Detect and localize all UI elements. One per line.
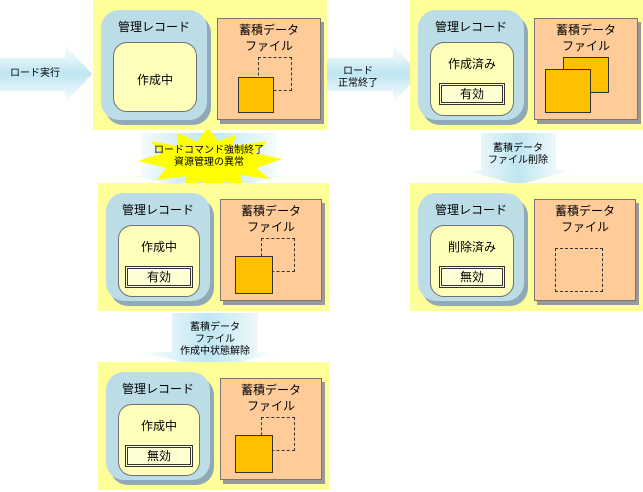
- label-release-line2: ファイル: [195, 334, 235, 345]
- data-store: 蓄積データ ファイル: [534, 18, 638, 120]
- mgmt-record: 管理レコード 作成中 有効: [106, 193, 210, 301]
- state-box: 作成中: [113, 42, 197, 112]
- arrow-delete-file: [463, 133, 572, 185]
- mgmt-record: 管理レコード 作成済み 有効: [418, 10, 524, 120]
- state-label: 作成中: [136, 73, 173, 87]
- label-delete-file-line2: ファイル削除: [488, 155, 548, 166]
- state-label: 作成済み: [447, 57, 496, 71]
- state-label: 作成中: [140, 240, 177, 254]
- mgmt-record-title: 管理レコード: [117, 20, 190, 34]
- label-load-normal-end: ロード 正常終了: [328, 66, 388, 90]
- invalid-badge: 無効: [439, 266, 505, 288]
- panel-released: 管理レコード 作成中 無効 蓄積データ ファイル: [98, 362, 329, 490]
- label-forced-end-line1: ロードコマンド強制終了: [154, 145, 264, 156]
- file-icon: [238, 77, 274, 113]
- label-forced-end: ロードコマンド強制終了 資源管理の異常: [146, 145, 272, 169]
- arrow-load-exec: [0, 45, 92, 103]
- label-release: 蓄積データ ファイル 作成中状態解除: [160, 322, 270, 358]
- panel-created: 管理レコード 作成済み 有効 蓄積データ ファイル: [410, 0, 643, 130]
- store-title-1: 蓄積データ: [240, 383, 301, 397]
- file-icon: [235, 256, 273, 294]
- file-dashed-icon: [261, 417, 295, 451]
- store-title-1: 蓄積データ: [238, 23, 299, 37]
- panel-creating: 管理レコード 作成中 蓄積データ ファイル: [93, 0, 327, 130]
- label-release-line3: 作成中状態解除: [180, 346, 250, 357]
- panel-forced-end: 管理レコード 作成中 有効 蓄積データ ファイル: [98, 183, 329, 311]
- store-title-2: ファイル: [246, 220, 295, 234]
- store-title-2: ファイル: [561, 39, 610, 53]
- label-delete-file-line1: 蓄積データ: [493, 143, 543, 154]
- mgmt-record-title: 管理レコード: [434, 20, 507, 34]
- state-box: 削除済み 無効: [430, 225, 514, 297]
- valid-badge: 有効: [125, 266, 193, 288]
- data-store: 蓄積データ ファイル: [217, 18, 321, 120]
- forced-end-burst: [138, 127, 282, 194]
- store-title-1: 蓄積データ: [554, 204, 615, 218]
- store-title-2: ファイル: [244, 39, 293, 53]
- label-load-normal-end-line2: 正常終了: [338, 78, 378, 89]
- label-delete-file: 蓄積データ ファイル削除: [468, 143, 568, 167]
- arrow-release: [140, 313, 276, 370]
- store-title-2: ファイル: [246, 399, 295, 413]
- mgmt-record: 管理レコード 作成中 無効: [106, 372, 210, 480]
- mgmt-record-title: 管理レコード: [121, 382, 194, 396]
- panel-deleted: 管理レコード 削除済み 無効 蓄積データ ファイル: [410, 183, 643, 311]
- mgmt-record-title: 管理レコード: [121, 203, 194, 217]
- file-dashed-icon: [555, 248, 603, 292]
- file-dashed-icon: [261, 238, 295, 272]
- label-load-normal-end-line1: ロード: [343, 66, 373, 77]
- mgmt-record: 管理レコード 作成中: [101, 10, 207, 120]
- state-label: 作成中: [140, 419, 177, 433]
- store-title-1: 蓄積データ: [240, 204, 301, 218]
- valid-badge: 有効: [439, 83, 505, 105]
- data-store: 蓄積データ ファイル: [220, 378, 322, 480]
- label-forced-end-line2: 資源管理の異常: [174, 157, 244, 168]
- file-dashed-icon: [258, 57, 292, 91]
- store-title-2: ファイル: [560, 220, 609, 234]
- mgmt-record: 管理レコード 削除済み 無効: [418, 193, 524, 301]
- state-box: 作成済み 有効: [430, 42, 514, 116]
- label-release-line1: 蓄積データ: [190, 322, 240, 333]
- mgmt-record-title: 管理レコード: [434, 203, 507, 217]
- label-load-exec: ロード実行: [10, 68, 60, 79]
- file-icon-front: [545, 69, 591, 113]
- data-store: 蓄積データ ファイル: [220, 199, 322, 301]
- store-title-1: 蓄積データ: [555, 23, 616, 37]
- arrow-load-normal-end: [326, 45, 420, 103]
- file-icon: [235, 435, 273, 473]
- data-store: 蓄積データ ファイル: [534, 199, 636, 301]
- state-label: 削除済み: [447, 240, 496, 254]
- state-box: 作成中 有効: [118, 225, 200, 297]
- invalid-badge: 無効: [125, 445, 193, 467]
- state-box: 作成中 無効: [118, 404, 200, 476]
